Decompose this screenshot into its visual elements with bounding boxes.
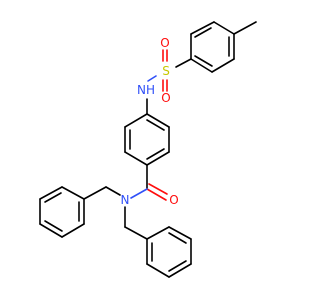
tolyl-s-bond <box>175 58 192 68</box>
methyl-bond <box>233 21 257 35</box>
nh-label: NH <box>137 83 155 97</box>
nitrogen-amide-label: N <box>121 193 130 207</box>
amide-bond <box>130 188 148 199</box>
central-ring <box>124 113 170 166</box>
molecule-structure: NH S O O O N <box>39 21 257 278</box>
oxygen-carbonyl-label: O <box>169 193 178 207</box>
s-n-bond <box>147 75 157 82</box>
lower-benzyl-ring <box>146 226 192 278</box>
tolyl-ring <box>190 21 235 73</box>
ch2-lower-ring-bond <box>124 226 148 240</box>
n-ch2-left-bond <box>105 186 121 196</box>
oxygen-bottom-label: O <box>161 91 170 105</box>
ch2-left-ring-bond <box>83 186 107 200</box>
oxygen-top-label: O <box>160 36 169 50</box>
carbonyl-bond <box>146 183 168 201</box>
sulfur-label: S <box>162 64 170 78</box>
left-benzyl-ring <box>39 186 85 238</box>
sulfonyl-bonds <box>162 49 168 92</box>
